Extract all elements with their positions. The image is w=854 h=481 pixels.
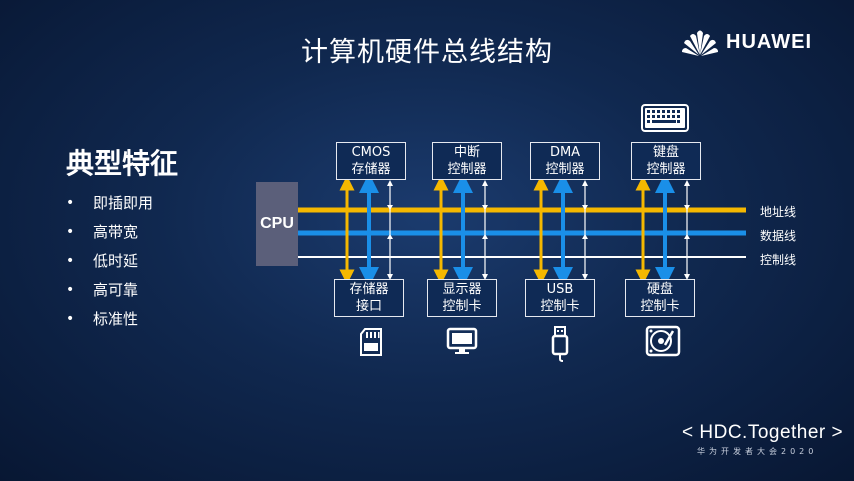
keyboard-controller-box: 键盘 控制器 (631, 142, 701, 180)
box-label-line2: 控制卡 (540, 299, 580, 314)
list-item: • 即插即用 (66, 188, 153, 217)
box-label-line1: CMOS (351, 145, 391, 160)
interrupt-controller-box: 中断 控制器 (432, 142, 502, 180)
box-label-line1: 硬盘 (646, 282, 673, 297)
data-bus-label: 数据线 (760, 229, 797, 243)
list-item: • 高可靠 (66, 275, 153, 304)
bullet-icon: • (66, 223, 75, 240)
list-item: • 低时延 (66, 246, 153, 275)
box-label-line2: 控制卡 (640, 299, 680, 314)
huawei-petal-icon (682, 30, 718, 56)
box-label-line2: 存储器 (351, 162, 391, 177)
box-label-line1: 显示器 (442, 282, 482, 297)
hdc-together-logo: < HDC.Together > (682, 422, 844, 443)
cpu-block: CPU (256, 182, 298, 266)
address-bus-label: 地址线 (760, 205, 797, 219)
bullet-icon: • (66, 310, 75, 327)
huawei-logo: HUAWEI (680, 27, 812, 57)
sd-card-icon (360, 328, 382, 356)
box-label-line2: 控制器 (447, 162, 487, 177)
display-card-box: 显示器 控制卡 (427, 279, 497, 317)
list-item: • 高带宽 (66, 217, 153, 246)
hard-disk-card-box: 硬盘 控制卡 (625, 279, 695, 317)
usb-drive-icon (551, 326, 569, 362)
cmos-memory-box: CMOS 存储器 (336, 142, 406, 180)
brand-name: HUAWEI (726, 30, 812, 53)
control-arrow-tip (582, 234, 588, 239)
feature-text: 高可靠 (93, 281, 139, 299)
features-list: • 即插即用 • 高带宽 • 低时延 • 高可靠 • 标准性 (66, 188, 153, 333)
slide-title: 计算机硬件总线结构 (301, 37, 553, 68)
box-label-line1: 存储器 (349, 282, 389, 297)
feature-text: 低时延 (93, 252, 139, 270)
box-label-line2: 控制器 (545, 162, 585, 177)
monitor-icon (446, 327, 478, 354)
box-label-line2: 控制器 (646, 162, 686, 177)
usb-card-box: USB 控制卡 (525, 279, 595, 317)
keyboard-icon (641, 104, 689, 132)
control-arrow-tip (387, 234, 393, 239)
box-label-line1: 键盘 (652, 145, 679, 160)
box-label-line2: 控制卡 (442, 299, 482, 314)
control-arrow-tip (582, 205, 588, 210)
conference-subtitle: 华为开发者大会2020 (697, 447, 818, 456)
dma-controller-box: DMA 控制器 (530, 142, 600, 180)
hard-disk-icon (645, 325, 681, 357)
control-bus-label: 控制线 (760, 253, 797, 267)
control-arrow-tip (482, 205, 488, 210)
box-label-line2: 接口 (355, 299, 382, 314)
control-arrow-tip (684, 205, 690, 210)
control-arrow-tip (387, 205, 393, 210)
features-heading: 典型特征 (66, 147, 179, 180)
bullet-icon: • (66, 252, 75, 269)
feature-text: 高带宽 (93, 223, 139, 241)
bullet-icon: • (66, 194, 75, 211)
box-label-line1: 中断 (453, 145, 480, 160)
control-arrow-tip (684, 234, 690, 239)
feature-text: 即插即用 (93, 194, 154, 212)
memory-interface-box: 存储器 接口 (334, 279, 404, 317)
box-label-line1: USB (546, 282, 574, 297)
box-label-line1: DMA (549, 145, 581, 160)
control-arrow-tip (482, 234, 488, 239)
bullet-icon: • (66, 281, 75, 298)
feature-text: 标准性 (93, 310, 139, 328)
list-item: • 标准性 (66, 304, 153, 333)
